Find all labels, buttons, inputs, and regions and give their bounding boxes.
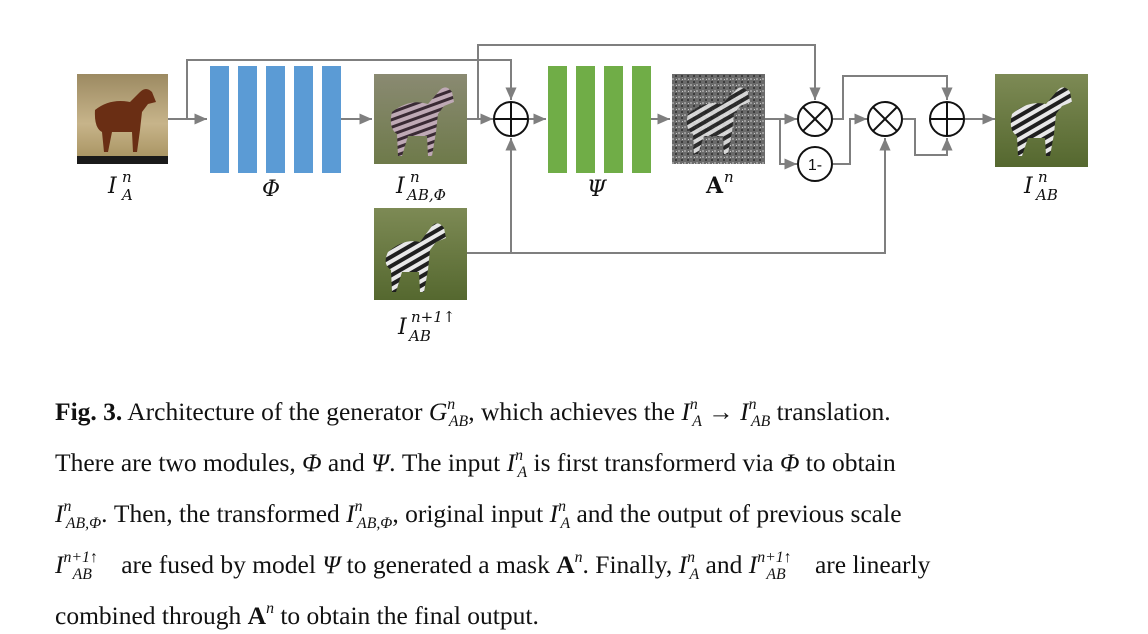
math-ab-phi: InAB,Φ — [55, 498, 102, 532]
label-phi: Φ — [262, 177, 280, 202]
psi-layer — [604, 66, 623, 173]
label-output-base: I — [1023, 174, 1034, 199]
one-minus-operator: 1- — [797, 146, 833, 182]
one-minus-label: 1- — [808, 157, 822, 174]
math-psi: Ψ — [371, 448, 390, 478]
math-phi: Φ — [302, 448, 322, 478]
label-output: I n AB — [1023, 168, 1058, 204]
label-prev-base: I — [397, 315, 408, 340]
label-mask-base: A — [705, 173, 724, 199]
math-phi: Φ — [779, 448, 800, 478]
previous-scale-image — [374, 208, 467, 300]
math-mask-sup: n — [574, 549, 583, 567]
architecture-diagram: 1- I n A Φ I n AB,Φ Ψ A n I n+1↑ AB I n … — [77, 44, 1088, 345]
caption-text: to obtain — [799, 448, 896, 478]
caption-text: combined through — [55, 601, 248, 631]
caption-text: There are two modules, — [55, 448, 303, 478]
caption-text: Architecture of the generator — [122, 397, 429, 427]
caption-text: , which achieves the — [468, 397, 682, 427]
caption-text: . The input — [389, 448, 507, 478]
label-prev-sub: AB — [407, 327, 431, 345]
caption-arrow: → — [701, 397, 741, 427]
caption-text: and the output of previous scale — [570, 499, 902, 529]
psi-module — [548, 66, 651, 173]
phi-layer — [322, 66, 341, 173]
phi-module — [210, 66, 341, 173]
psi-layer — [632, 66, 651, 173]
label-psi: Ψ — [587, 177, 607, 202]
label-ab-phi-base: I — [395, 174, 406, 199]
math-ab-phi: InAB,Φ — [346, 498, 393, 532]
multiply-operator — [797, 101, 833, 137]
psi-layer — [576, 66, 595, 173]
label-output-sub: AB — [1034, 186, 1058, 204]
phi-layer — [210, 66, 229, 173]
math-input: InA — [549, 498, 571, 532]
label-output-sup: n — [1038, 168, 1048, 186]
transformed-image — [374, 74, 467, 164]
label-ab-phi-sub: AB,Φ — [405, 186, 446, 204]
caption-text: . Then, the transformed — [101, 499, 347, 529]
math-input: InA — [506, 447, 528, 481]
math-generator: GnAB — [428, 396, 469, 430]
label-ab-phi: I n AB,Φ — [395, 168, 446, 204]
label-input-sub: A — [120, 186, 133, 204]
add-operator — [929, 101, 965, 137]
label-mask-sup: n — [724, 168, 734, 186]
caption-text: , original input — [392, 499, 550, 529]
psi-layer — [548, 66, 567, 173]
figure-caption: Fig. 3. Architecture of the generator Gn… — [55, 388, 1110, 634]
caption-text: and — [321, 448, 372, 478]
phi-layer — [294, 66, 313, 173]
caption-text: to obtain the final output. — [273, 601, 539, 631]
label-ab-phi-sup: n — [410, 168, 420, 186]
math-mask-sup: n — [266, 600, 274, 618]
label-prev: I n+1↑ AB — [397, 308, 455, 345]
caption-text: translation. — [770, 397, 891, 427]
label-mask: A n — [705, 168, 734, 199]
phi-layer — [238, 66, 257, 173]
input-horse-image — [77, 74, 168, 164]
math-mask: A — [247, 601, 267, 631]
caption-text: is first transformerd via — [527, 448, 780, 478]
figure-label: Fig. 3. — [55, 397, 123, 427]
math-input: InA — [681, 396, 702, 430]
output-zebra-image — [995, 74, 1088, 167]
phi-layer — [266, 66, 285, 173]
add-operator — [493, 101, 529, 137]
label-input: I n A — [107, 168, 133, 204]
label-input-base: I — [107, 174, 118, 199]
multiply-operator — [867, 101, 903, 137]
label-prev-sup: n+1↑ — [411, 308, 455, 326]
mask-image — [672, 74, 765, 164]
label-input-sup: n — [122, 168, 132, 186]
connector-lines — [168, 44, 995, 254]
math-output: InAB — [740, 396, 771, 430]
